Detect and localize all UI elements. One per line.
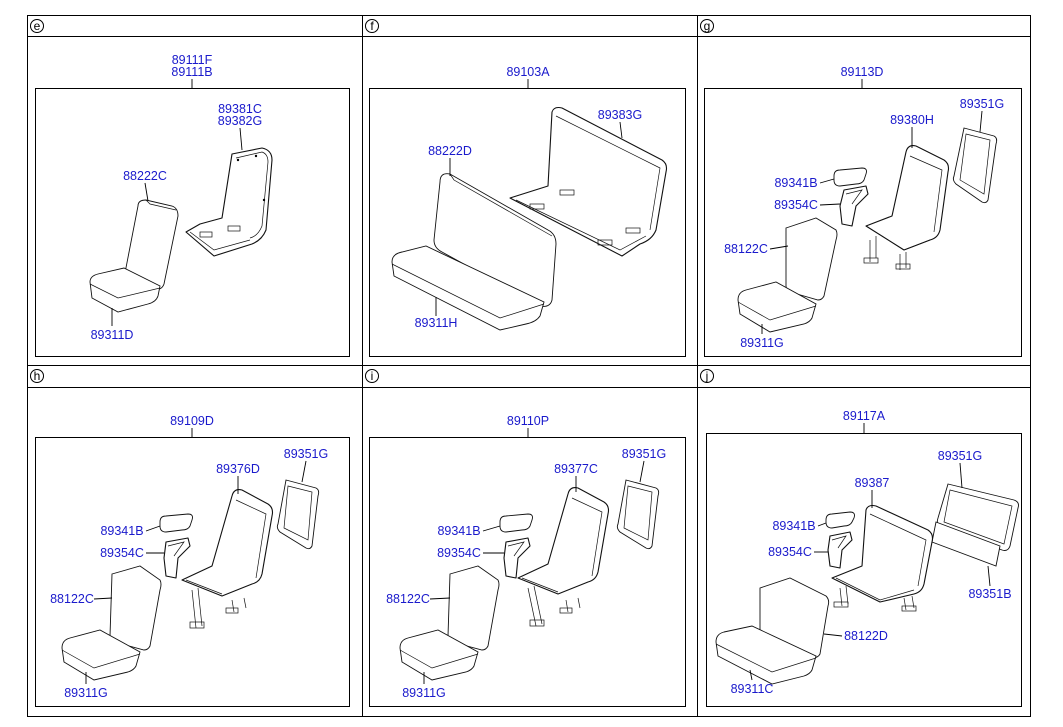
part-label[interactable]: 89380H bbox=[890, 113, 934, 127]
part-label[interactable]: 88122D bbox=[844, 629, 888, 643]
part-label[interactable]: 89351G bbox=[622, 447, 666, 461]
panel-j: 89117A 89351G 89351B 89387 bbox=[706, 409, 1022, 707]
panel-f: 89103A 89383G 88222D 89311H bbox=[369, 65, 686, 357]
seat-frame-drawing bbox=[509, 106, 668, 257]
cover-drawing bbox=[931, 521, 1001, 567]
detail-box bbox=[369, 88, 686, 357]
part-label[interactable]: 89354C bbox=[100, 546, 144, 560]
assembly-label[interactable]: 89109D bbox=[170, 414, 214, 428]
part-label[interactable]: 89311G bbox=[64, 686, 108, 700]
panel-letter-f: f bbox=[365, 19, 379, 33]
panel-letter-g: g bbox=[700, 19, 714, 33]
part-label[interactable]: 89381C bbox=[218, 102, 262, 116]
seat-back-drawing bbox=[109, 565, 162, 651]
bracket-drawing bbox=[163, 537, 191, 579]
svg-text:i: i bbox=[371, 369, 374, 383]
svg-text:g: g bbox=[704, 19, 711, 33]
seat-frame-drawing bbox=[863, 145, 950, 270]
detail-box bbox=[706, 433, 1022, 707]
armrest-drawing bbox=[825, 511, 855, 529]
seat-cushion-drawing bbox=[715, 625, 817, 685]
panel-i: 89110P 89351G 89377C 89341B bbox=[369, 414, 686, 707]
assembly-label[interactable]: 89111F bbox=[172, 53, 213, 67]
panel-letter-i: i bbox=[365, 369, 379, 383]
panel-e: 89111F 89111B 89381C 89382G 88222C 89 bbox=[35, 53, 350, 357]
seat-cushion-drawing bbox=[737, 281, 817, 333]
svg-text:f: f bbox=[370, 19, 374, 33]
seat-cushion-drawing bbox=[61, 629, 141, 681]
panel-letter-h: h bbox=[30, 369, 44, 383]
panel-g: 89113D 89351G 89380H 89341B bbox=[704, 65, 1022, 357]
svg-text:e: e bbox=[34, 19, 41, 33]
assembly-label[interactable]: 89117A bbox=[843, 409, 886, 423]
assembly-label[interactable]: 89110P bbox=[507, 414, 549, 428]
seat-back-drawing bbox=[785, 217, 838, 301]
detail-box bbox=[369, 437, 686, 707]
back-pad-drawing bbox=[952, 127, 998, 204]
seat-frame-drawing bbox=[185, 147, 273, 257]
part-label[interactable]: 89341B bbox=[774, 176, 817, 190]
bracket-drawing bbox=[503, 537, 531, 579]
part-label[interactable]: 89351G bbox=[284, 447, 328, 461]
assembly-label[interactable]: 89113D bbox=[841, 65, 884, 79]
part-label[interactable]: 89311G bbox=[740, 336, 784, 350]
seat-cushion-drawing bbox=[399, 629, 479, 681]
assembly-label[interactable]: 89111B bbox=[171, 65, 212, 79]
svg-text:h: h bbox=[34, 369, 41, 383]
bracket-drawing bbox=[839, 185, 869, 227]
part-label[interactable]: 89311G bbox=[402, 686, 446, 700]
part-label[interactable]: 89311D bbox=[91, 328, 134, 342]
part-label[interactable]: 88122C bbox=[50, 592, 94, 606]
part-label[interactable]: 89354C bbox=[774, 198, 818, 212]
armrest-drawing bbox=[499, 513, 533, 533]
part-label[interactable]: 89377C bbox=[554, 462, 598, 476]
seat-back-drawing bbox=[447, 565, 500, 651]
svg-text:j: j bbox=[705, 369, 709, 383]
armrest-drawing bbox=[833, 167, 867, 187]
part-label[interactable]: 89341B bbox=[437, 524, 480, 538]
part-label[interactable]: 89351G bbox=[960, 97, 1004, 111]
panel-letter-j: j bbox=[700, 369, 714, 383]
part-label[interactable]: 88222C bbox=[123, 169, 167, 183]
part-label[interactable]: 89354C bbox=[437, 546, 481, 560]
seat-frame-drawing bbox=[831, 504, 934, 612]
seat-cushion-drawing bbox=[89, 267, 161, 313]
bracket-drawing bbox=[827, 531, 853, 569]
seat-cushion-drawing bbox=[391, 245, 545, 331]
part-label[interactable]: 88222D bbox=[428, 144, 472, 158]
panel-letter-e: e bbox=[30, 19, 44, 33]
part-label[interactable]: 89387 bbox=[855, 476, 890, 490]
detail-box bbox=[35, 88, 350, 357]
part-label[interactable]: 89351B bbox=[968, 587, 1011, 601]
part-label[interactable]: 89351G bbox=[938, 449, 982, 463]
part-label[interactable]: 89341B bbox=[100, 524, 143, 538]
seat-frame-drawing bbox=[517, 487, 610, 627]
detail-box bbox=[35, 437, 350, 707]
panel-h: 89109D 89351G 89376D 89341B bbox=[35, 414, 350, 707]
part-label[interactable]: 89354C bbox=[768, 545, 812, 559]
seat-frame-drawing bbox=[181, 489, 274, 629]
part-label[interactable]: 88122C bbox=[724, 242, 768, 256]
part-label[interactable]: 89311H bbox=[415, 316, 458, 330]
assembly-label[interactable]: 89103A bbox=[506, 65, 550, 79]
part-label[interactable]: 89383G bbox=[598, 108, 642, 122]
part-label[interactable]: 89382G bbox=[218, 114, 262, 128]
back-pad-drawing bbox=[936, 483, 1019, 551]
part-label[interactable]: 89311C bbox=[731, 682, 774, 696]
detail-box bbox=[704, 88, 1022, 357]
back-pad-drawing bbox=[276, 479, 320, 550]
seat-back-drawing bbox=[433, 173, 557, 307]
part-label[interactable]: 89341B bbox=[772, 519, 815, 533]
back-pad-drawing bbox=[616, 479, 660, 550]
armrest-drawing bbox=[159, 513, 193, 533]
part-label[interactable]: 89376D bbox=[216, 462, 260, 476]
part-label[interactable]: 88122C bbox=[386, 592, 430, 606]
